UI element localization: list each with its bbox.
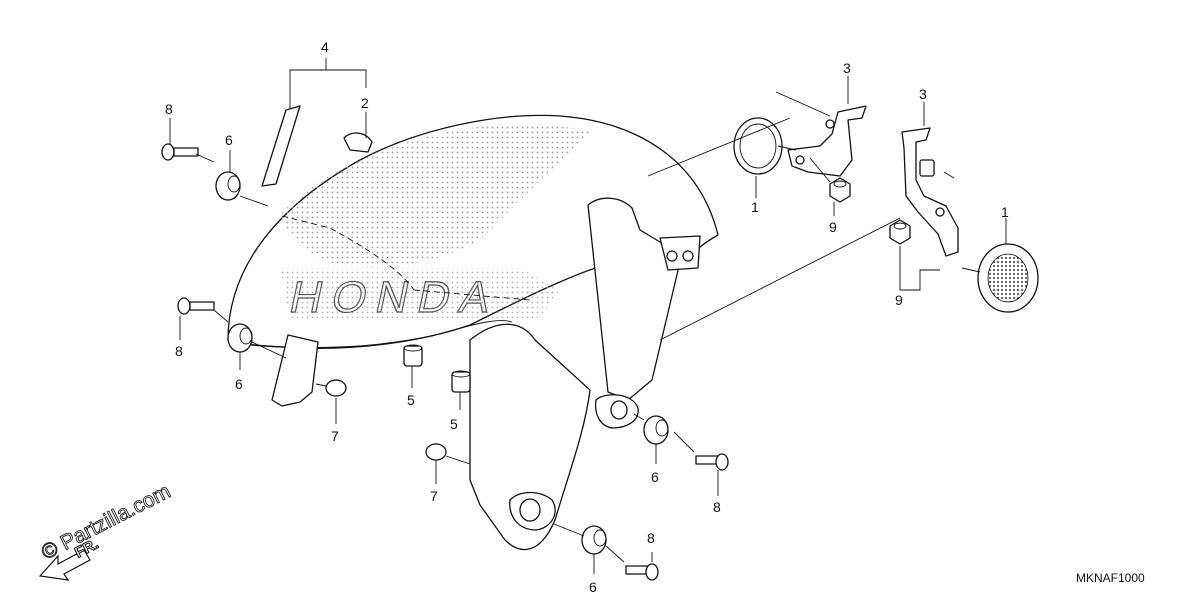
callout-5: 5 xyxy=(407,392,415,408)
emblem-strip xyxy=(261,105,301,187)
callout-3: 3 xyxy=(843,60,851,76)
honda-decal-text: HONDA xyxy=(286,273,505,321)
leader-lines xyxy=(169,58,1007,574)
callout-3: 3 xyxy=(919,86,927,102)
callout-7: 7 xyxy=(331,428,339,444)
partzilla-watermark: © Partzilla.com xyxy=(38,480,175,565)
callout-6: 6 xyxy=(589,579,597,595)
callout-9: 9 xyxy=(895,292,903,308)
reflector-right xyxy=(961,243,1039,313)
callout-8: 8 xyxy=(165,101,173,117)
washer-7 xyxy=(325,379,347,397)
callout-6: 6 xyxy=(651,469,659,485)
callout-6: 6 xyxy=(235,376,243,392)
callout-9: 9 xyxy=(829,219,837,235)
nut-9 xyxy=(829,177,851,203)
nut-9 xyxy=(889,219,911,245)
grommet-6 xyxy=(227,323,253,353)
collar-5 xyxy=(451,370,471,393)
callout-4: 4 xyxy=(321,39,329,55)
callout-5: 5 xyxy=(450,416,458,432)
bolt-8 xyxy=(695,453,729,471)
diagram-code: MKNAF1000 xyxy=(1076,571,1145,585)
bolt-8 xyxy=(625,563,659,581)
wing-decal xyxy=(280,124,592,268)
callout-7: 7 xyxy=(430,488,438,504)
callout-labels: 1 1 2 3 3 4 5 5 6 6 6 6 7 7 8 8 8 8 9 9 xyxy=(165,39,1009,595)
reflector-left xyxy=(733,117,797,175)
reflector-bracket-left xyxy=(787,105,867,177)
grommet-6 xyxy=(215,171,241,201)
hidden-line xyxy=(281,215,415,291)
callout-1: 1 xyxy=(1001,204,1009,220)
collar-5 xyxy=(403,344,423,367)
front-fender: HONDA xyxy=(227,114,719,551)
bolt-8 xyxy=(161,143,199,161)
callout-1: 1 xyxy=(751,199,759,215)
callout-8: 8 xyxy=(713,499,721,515)
washer-7 xyxy=(425,443,447,461)
callout-8: 8 xyxy=(647,530,655,546)
callout-8: 8 xyxy=(175,343,183,359)
grommet-6 xyxy=(581,525,607,555)
bolt-8 xyxy=(177,297,215,315)
reflector-bracket-right xyxy=(901,127,959,257)
grommet-6 xyxy=(643,415,669,445)
callout-2: 2 xyxy=(361,95,369,111)
callout-6: 6 xyxy=(225,132,233,148)
